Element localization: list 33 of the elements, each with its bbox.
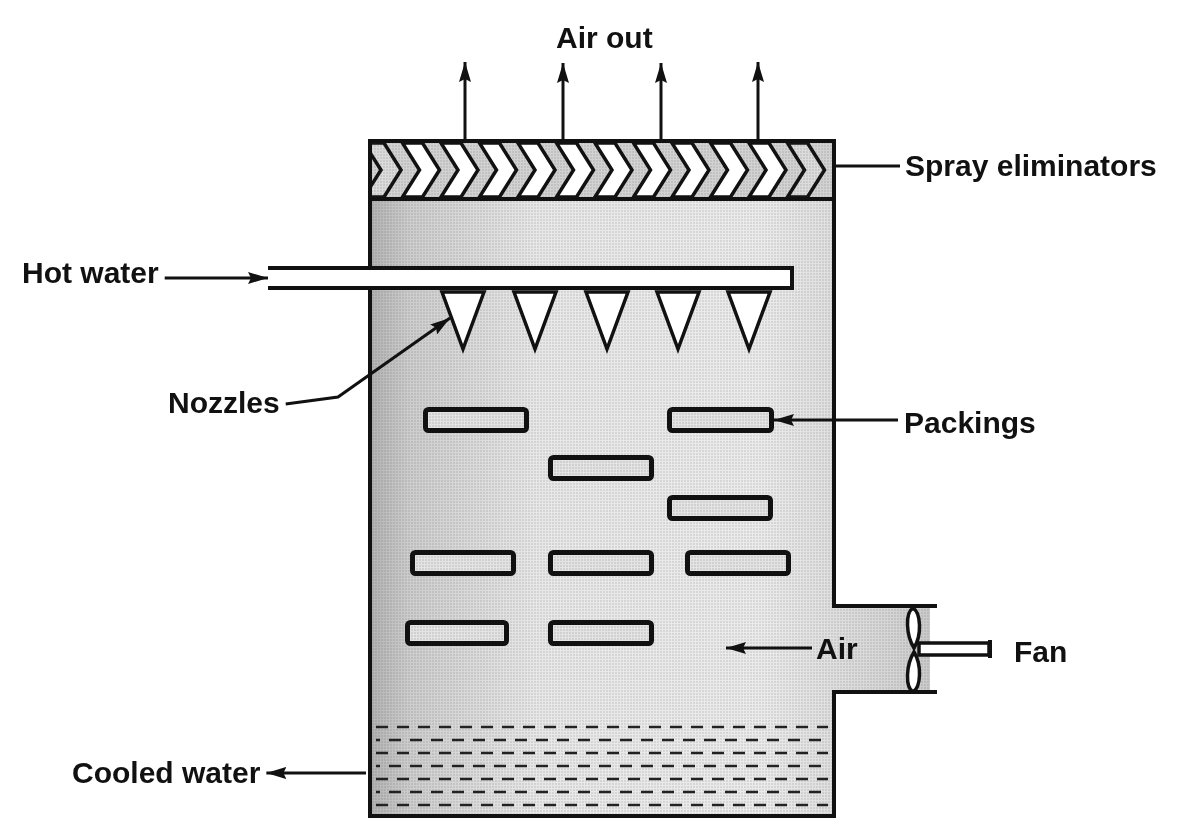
flow-arrow (726, 642, 812, 654)
flow-arrow (557, 63, 569, 139)
leader-line (836, 164, 900, 168)
packing-plate (548, 455, 654, 481)
flow-label: Hot water (22, 256, 159, 290)
spray-nozzle (440, 290, 486, 351)
packing-plate (667, 495, 773, 521)
flow-arrow (266, 767, 366, 779)
packing-plate (685, 550, 791, 576)
flow-arrow (164, 272, 268, 284)
packing-plate (548, 550, 654, 576)
spray-nozzle (726, 290, 772, 351)
flow-arrow (655, 63, 667, 139)
spray-nozzle (584, 290, 630, 351)
flow-label: Air out (556, 21, 653, 55)
callout-label: Packings (904, 406, 1036, 440)
callout-label: Spray eliminators (905, 149, 1157, 183)
spray-nozzle (655, 290, 701, 351)
flow-arrow (752, 62, 764, 139)
packing-plate (548, 620, 654, 646)
callout-label: Nozzles (168, 386, 280, 420)
packing-plate (667, 407, 774, 433)
leader-line (774, 414, 898, 426)
packing-plate (410, 550, 516, 576)
spray-eliminator-band (368, 139, 836, 201)
flow-label: Cooled water (72, 756, 261, 790)
flow-label: Air (816, 632, 858, 666)
packing-plate (423, 407, 529, 433)
spray-nozzle (512, 290, 558, 351)
flow-arrow (459, 62, 471, 139)
callout-label: Fan (1014, 635, 1068, 669)
leader-line (285, 316, 451, 406)
packing-plate (405, 620, 509, 646)
